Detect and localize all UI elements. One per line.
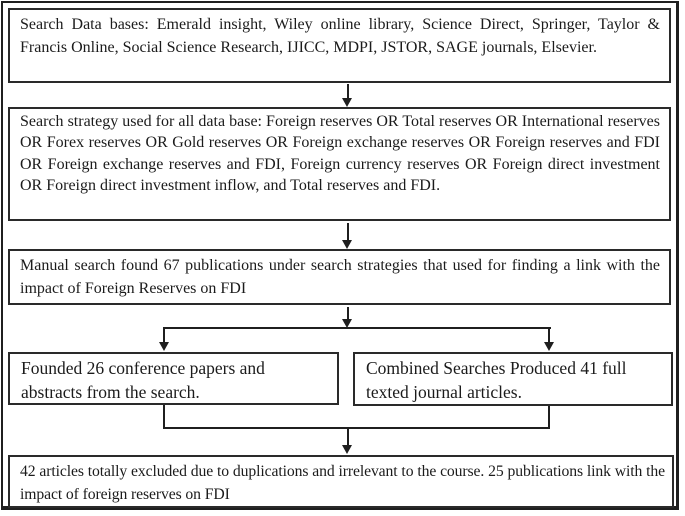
node-text-conference-papers: Founded 26 conference papers and abstrac… [21, 358, 265, 402]
connector-merge-bar [163, 427, 550, 429]
connector-merge-left [163, 405, 165, 429]
connector-strategy-manual [347, 223, 349, 240]
connector-merge-stem [347, 429, 349, 446]
arrowhead-down-icon [342, 445, 352, 454]
figure-border [1, 1, 679, 510]
flow-node-conference-papers: Founded 26 conference papers and abstrac… [8, 352, 339, 405]
connector-databases-strategy [347, 84, 349, 100]
connector-split-stem [347, 307, 349, 320]
flow-node-databases: Search Data bases: Emerald insight, Wile… [8, 8, 671, 83]
flow-node-strategy: Search strategy used for all data base: … [8, 107, 671, 221]
flow-node-excluded: 42 articles totally excluded due to dupl… [8, 455, 674, 508]
flow-node-journal-articles: Combined Searches Produced 41 full texte… [353, 352, 673, 406]
arrowhead-down-icon [158, 342, 169, 351]
connector-split-left [163, 329, 165, 343]
node-text-manual-search: Manual search found 67 publications unde… [20, 257, 660, 297]
arrowhead-down-icon [342, 240, 352, 249]
arrowhead-down-icon [342, 98, 352, 107]
node-text-journal-articles: Combined Searches Produced 41 full texte… [366, 358, 627, 402]
connector-merge-right [548, 406, 550, 429]
flow-node-manual-search: Manual search found 67 publications unde… [8, 249, 671, 305]
arrowhead-down-icon [342, 319, 352, 328]
connector-split-bar [163, 327, 551, 329]
arrowhead-down-icon [543, 342, 554, 351]
node-text-databases: Search Data bases: Emerald insight, Wile… [20, 16, 660, 56]
node-text-strategy: Search strategy used for all data base: … [20, 113, 660, 195]
node-text-excluded: 42 articles totally excluded due to dupl… [20, 463, 665, 503]
connector-split-right [548, 329, 550, 343]
